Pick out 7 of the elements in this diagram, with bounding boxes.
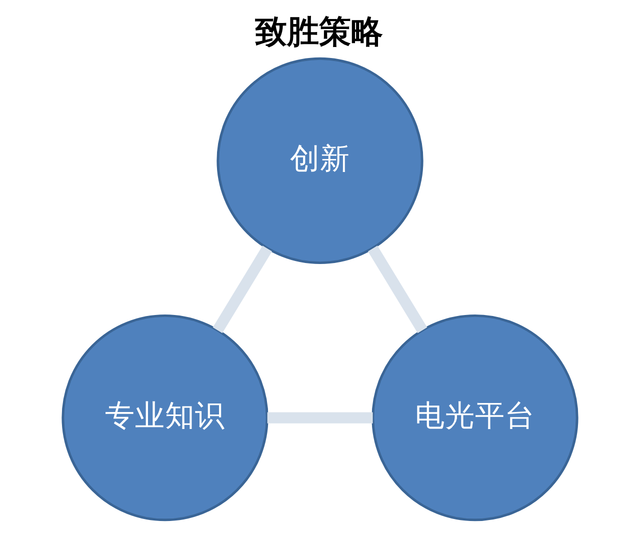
connector — [368, 246, 428, 334]
node-circle: 创新 — [216, 57, 424, 264]
diagram-title: 致胜策略 — [254, 12, 383, 50]
node-circle: 电光平台 — [372, 314, 578, 522]
connector — [212, 246, 272, 334]
node-circle: 专业知识 — [62, 314, 268, 522]
connector — [267, 412, 373, 424]
